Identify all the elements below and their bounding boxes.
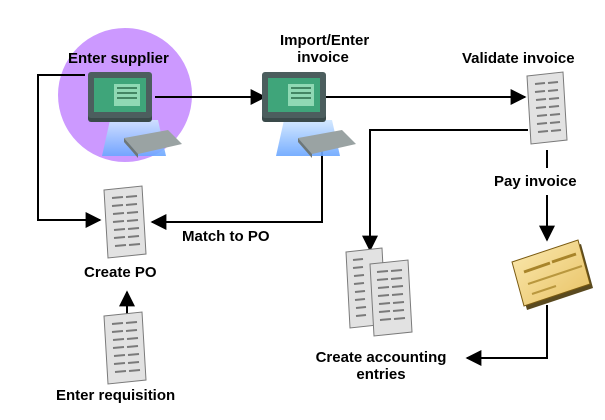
label-create-accounting-entries: Create accounting entries: [300, 349, 462, 383]
document-icon: [526, 71, 568, 145]
label-create-po: Create PO: [84, 264, 157, 281]
label-line: Import/Enter: [280, 32, 370, 49]
documents-stack-icon: [345, 247, 413, 337]
edge-supplier-to-create-po: [37, 74, 102, 228]
computer-icon: [88, 72, 182, 158]
label-line: invoice: [297, 49, 349, 66]
edge-import-to-create-po: [150, 150, 323, 230]
label-enter-supplier: Enter supplier: [68, 50, 169, 67]
document-icon: [103, 185, 147, 259]
label-import-enter-invoice: Import/Enter invoice: [280, 32, 370, 66]
label-line: Create accounting: [315, 349, 447, 366]
check-icon: [511, 239, 593, 310]
edges: [37, 74, 555, 366]
computer-icon: [262, 72, 356, 158]
document-icon: [103, 311, 147, 385]
edge-check-to-accounting: [465, 305, 548, 366]
label-validate-invoice: Validate invoice: [462, 50, 575, 67]
label-enter-requisition: Enter requisition: [56, 387, 176, 404]
edge-validate-to-accounting: [362, 129, 528, 252]
label-line: entries: [356, 366, 406, 383]
label-pay-invoice: Pay invoice: [494, 173, 577, 190]
label-match-to-po: Match to PO: [182, 228, 270, 245]
